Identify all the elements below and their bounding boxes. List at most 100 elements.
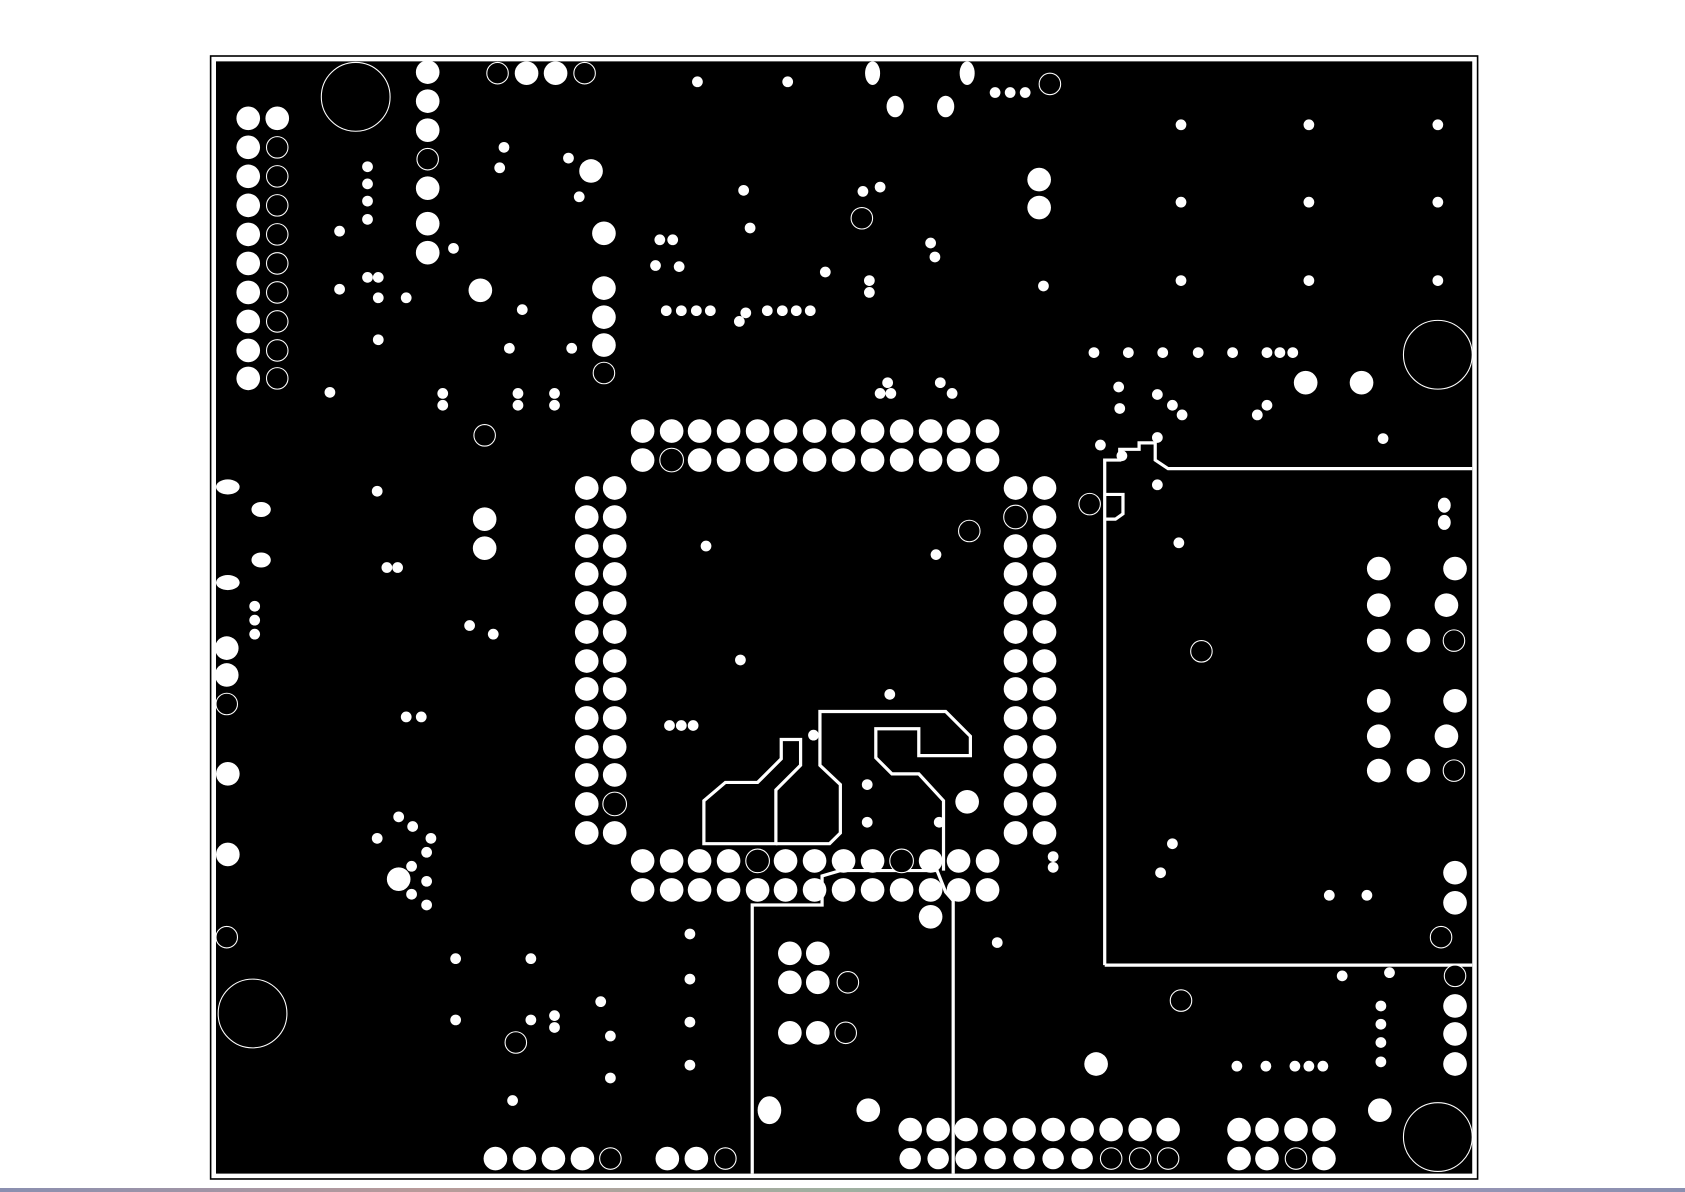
thermal-pad xyxy=(1039,73,1060,94)
via xyxy=(437,388,448,399)
via xyxy=(1317,1061,1328,1072)
pad xyxy=(746,878,770,902)
via xyxy=(701,541,712,552)
via xyxy=(372,486,383,497)
via xyxy=(685,929,696,940)
pad xyxy=(603,649,627,673)
pad xyxy=(717,448,741,472)
via xyxy=(661,305,672,316)
via xyxy=(1304,1061,1315,1072)
pad xyxy=(955,1148,976,1169)
pad xyxy=(685,1147,709,1171)
via xyxy=(507,1095,518,1106)
via xyxy=(406,861,417,872)
via xyxy=(362,161,373,172)
pad xyxy=(926,1118,950,1142)
pad xyxy=(856,1098,880,1122)
mounting-hole xyxy=(321,62,390,131)
via xyxy=(249,615,260,626)
pad xyxy=(1099,1118,1123,1142)
via xyxy=(664,720,675,731)
via xyxy=(685,974,696,985)
pad xyxy=(1435,593,1459,617)
via xyxy=(1262,400,1273,411)
mounting-hole xyxy=(218,979,287,1048)
via xyxy=(393,811,404,822)
via xyxy=(777,305,788,316)
pad xyxy=(603,735,627,759)
via xyxy=(1376,1056,1387,1067)
thermal-pad xyxy=(746,849,770,873)
pad xyxy=(416,89,440,113)
thermal-pad xyxy=(959,520,980,541)
pad xyxy=(631,448,655,472)
via xyxy=(1261,1061,1272,1072)
thermal-pad xyxy=(593,362,614,383)
via xyxy=(373,334,384,345)
pad xyxy=(984,1148,1005,1169)
pad xyxy=(216,762,240,786)
thermal-pad xyxy=(417,148,438,169)
via xyxy=(362,214,373,225)
pad xyxy=(236,252,260,276)
pad xyxy=(778,1021,802,1045)
thermal-pad xyxy=(1430,926,1451,947)
via xyxy=(734,316,745,327)
via xyxy=(935,377,946,388)
via xyxy=(1152,389,1163,400)
pad xyxy=(236,339,260,363)
via xyxy=(762,305,773,316)
via xyxy=(525,1015,536,1026)
oval-pad xyxy=(960,61,975,85)
thermal-pad xyxy=(1170,990,1191,1011)
pad xyxy=(603,534,627,558)
pad xyxy=(1004,821,1028,845)
pad xyxy=(656,1147,680,1171)
thermal-pad xyxy=(267,311,288,332)
via xyxy=(1324,890,1335,901)
thermal-pad xyxy=(837,972,858,993)
pad xyxy=(774,419,798,443)
via xyxy=(1193,347,1204,358)
pad xyxy=(1350,371,1374,395)
via xyxy=(1384,967,1395,978)
pad xyxy=(778,971,802,995)
via xyxy=(1176,275,1187,286)
pad xyxy=(806,941,830,965)
pad xyxy=(1027,196,1051,220)
pad xyxy=(603,476,627,500)
via xyxy=(820,267,831,278)
pad xyxy=(1033,763,1057,787)
pad xyxy=(717,878,741,902)
via xyxy=(864,287,875,298)
pad xyxy=(544,61,568,85)
pad xyxy=(955,790,979,814)
via xyxy=(862,779,873,790)
mounting-hole xyxy=(1403,1103,1472,1172)
pad xyxy=(416,241,440,265)
via xyxy=(499,142,510,153)
pad xyxy=(983,1118,1007,1142)
pad xyxy=(832,419,856,443)
via xyxy=(421,900,432,911)
pad xyxy=(575,763,599,787)
thermal-pad xyxy=(851,208,872,229)
via xyxy=(667,234,678,245)
via xyxy=(934,817,945,828)
via xyxy=(504,343,515,354)
via xyxy=(990,87,1001,98)
pad xyxy=(603,677,627,701)
pad xyxy=(919,849,943,873)
pad xyxy=(778,941,802,965)
via xyxy=(654,234,665,245)
pad xyxy=(1128,1118,1152,1142)
via xyxy=(549,1022,560,1033)
thermal-pad xyxy=(216,693,237,714)
thermal-pad xyxy=(715,1148,736,1169)
thermal-pad xyxy=(267,195,288,216)
oval-pad xyxy=(887,96,904,117)
via xyxy=(517,304,528,315)
via xyxy=(1048,851,1059,862)
via xyxy=(464,620,475,631)
pad xyxy=(592,333,616,357)
